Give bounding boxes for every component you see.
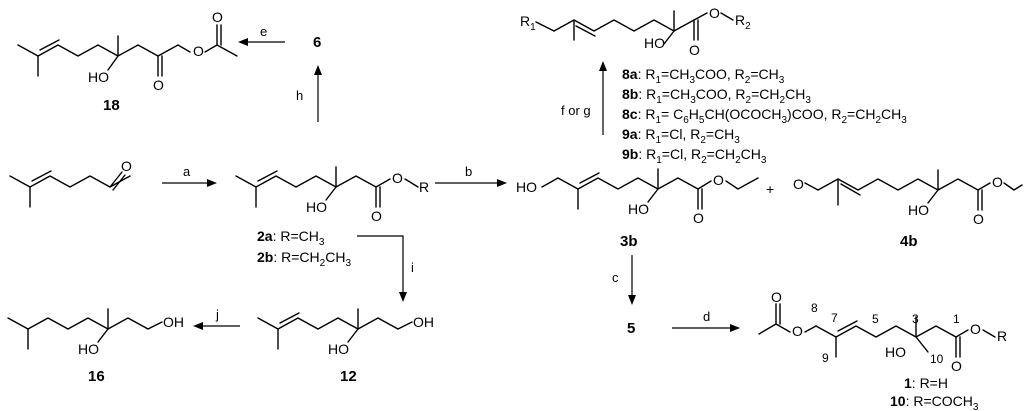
arrow-a-head — [207, 179, 217, 187]
compound-2a-caption: 2a: R=CH3 — [257, 228, 325, 248]
plus-sign: + — [766, 181, 774, 197]
locant-8: 8 — [811, 301, 818, 315]
reagent-f-or-g: f or g — [561, 103, 591, 118]
arrow-b-head — [497, 179, 507, 187]
compound-8b-caption: 8b: R1=CH3COO, R2=CH2CH3 — [622, 86, 811, 106]
compound-1-10-structure: O O HO O O R 8 7 5 3 1 9 10 — [758, 289, 1007, 374]
compound-16-label: 16 — [88, 368, 105, 385]
atom-HO-3b-b: HO — [628, 201, 649, 217]
atom-OH-16: OH — [163, 314, 184, 330]
locant-10: 10 — [930, 352, 944, 366]
reagent-j: j — [215, 307, 219, 322]
atom-R1-8: R1 — [520, 13, 536, 33]
compound-4b-structure: O HO O O — [793, 169, 1023, 227]
compound-12-label: 12 — [340, 368, 357, 385]
atom-O-1d: O — [970, 321, 981, 337]
compound-8a-caption: 8a: R1=CH3COO, R2=CH3 — [622, 66, 785, 86]
reagent-e: e — [260, 24, 267, 39]
atom-O-18b: O — [193, 43, 204, 59]
atom-HO-8: HO — [644, 35, 665, 51]
compound-18-structure: HO O O O — [17, 9, 238, 93]
arrow-i-head — [399, 292, 407, 302]
atom-R-2: R — [419, 179, 429, 195]
atom-O-8b: O — [709, 5, 720, 21]
compound-8c-caption: 8c: R1= C6H5CH(OCOCH3)COO, R2=CH2CH3 — [622, 106, 907, 126]
atom-O-4b-a: O — [973, 211, 984, 227]
compound-18-label: 18 — [103, 97, 120, 114]
atom-O-18a: O — [153, 77, 164, 93]
atom-O-3b-a: O — [693, 210, 704, 226]
reagent-d: d — [703, 309, 710, 324]
atom-O-ketone: O — [121, 158, 132, 174]
atom-HO-1: HO — [885, 344, 906, 360]
compound-5-label: 5 — [627, 320, 635, 337]
compound-4b-label: 4b — [900, 233, 918, 250]
atom-R-1: R — [997, 328, 1007, 344]
reagent-a: a — [183, 164, 191, 179]
compound-3b-label: 3b — [620, 233, 638, 250]
atom-O-2b: O — [392, 170, 403, 186]
compound-9a-caption: 9a: R1=Cl, R2=CH3 — [622, 126, 740, 146]
arrow-c-head — [628, 295, 636, 305]
atom-HO-3b-a: HO — [516, 179, 537, 195]
reagent-h: h — [296, 88, 303, 103]
arrow-d-head — [730, 324, 740, 332]
compound-8-9-structure: R1 HO O O R2 — [520, 5, 751, 58]
arrow-h-head — [314, 65, 322, 75]
atom-O-1c: O — [951, 358, 962, 374]
atom-HO-4b: HO — [908, 202, 929, 218]
atom-OH-12: OH — [413, 314, 434, 330]
locant-3: 3 — [912, 312, 919, 326]
reagent-b: b — [465, 164, 472, 179]
atom-O-1b: O — [792, 323, 803, 339]
atom-HO-16: HO — [78, 341, 99, 357]
atom-HO-12: HO — [328, 341, 349, 357]
compound-16-structure: HO OH — [7, 308, 184, 357]
compound-6-label: 6 — [313, 34, 321, 51]
compound-2b-caption: 2b: R=CH2CH3 — [257, 249, 351, 269]
atom-O-3b-b: O — [713, 172, 724, 188]
atom-O-8a: O — [689, 42, 700, 58]
atom-O-18c: O — [212, 9, 223, 25]
atom-O-2a: O — [371, 208, 382, 224]
atom-O-4b-b: O — [992, 174, 1003, 190]
locant-1: 1 — [953, 312, 960, 326]
compound-2-structure: HO O O R — [235, 166, 429, 224]
atom-R2-8: R2 — [735, 12, 751, 32]
arrow-f-or-g-head — [599, 61, 607, 71]
arrow-i — [357, 235, 404, 295]
locant-9: 9 — [822, 351, 829, 365]
methylheptenone-structure: O — [9, 158, 132, 208]
compound-12-structure: HO OH — [257, 308, 434, 357]
locant-7: 7 — [831, 311, 838, 325]
reagent-c: c — [612, 270, 619, 285]
atom-HO-18: HO — [88, 69, 109, 85]
atom-HO-2: HO — [306, 199, 327, 215]
arrow-e-head — [238, 38, 248, 46]
atom-O-4b-aldehyde: O — [793, 176, 804, 192]
compound-3b-structure: HO HO O O — [516, 168, 759, 226]
reagent-i: i — [411, 260, 414, 275]
arrow-j-head — [193, 322, 203, 330]
compound-10-caption: 10: R=COCH3 — [890, 393, 979, 411]
compound-1-caption: 1: R=H — [904, 375, 948, 391]
compound-9b-caption: 9b: R1=Cl, R2=CH2CH3 — [622, 146, 767, 166]
locant-5: 5 — [872, 312, 879, 326]
atom-O-1a: O — [771, 289, 782, 305]
